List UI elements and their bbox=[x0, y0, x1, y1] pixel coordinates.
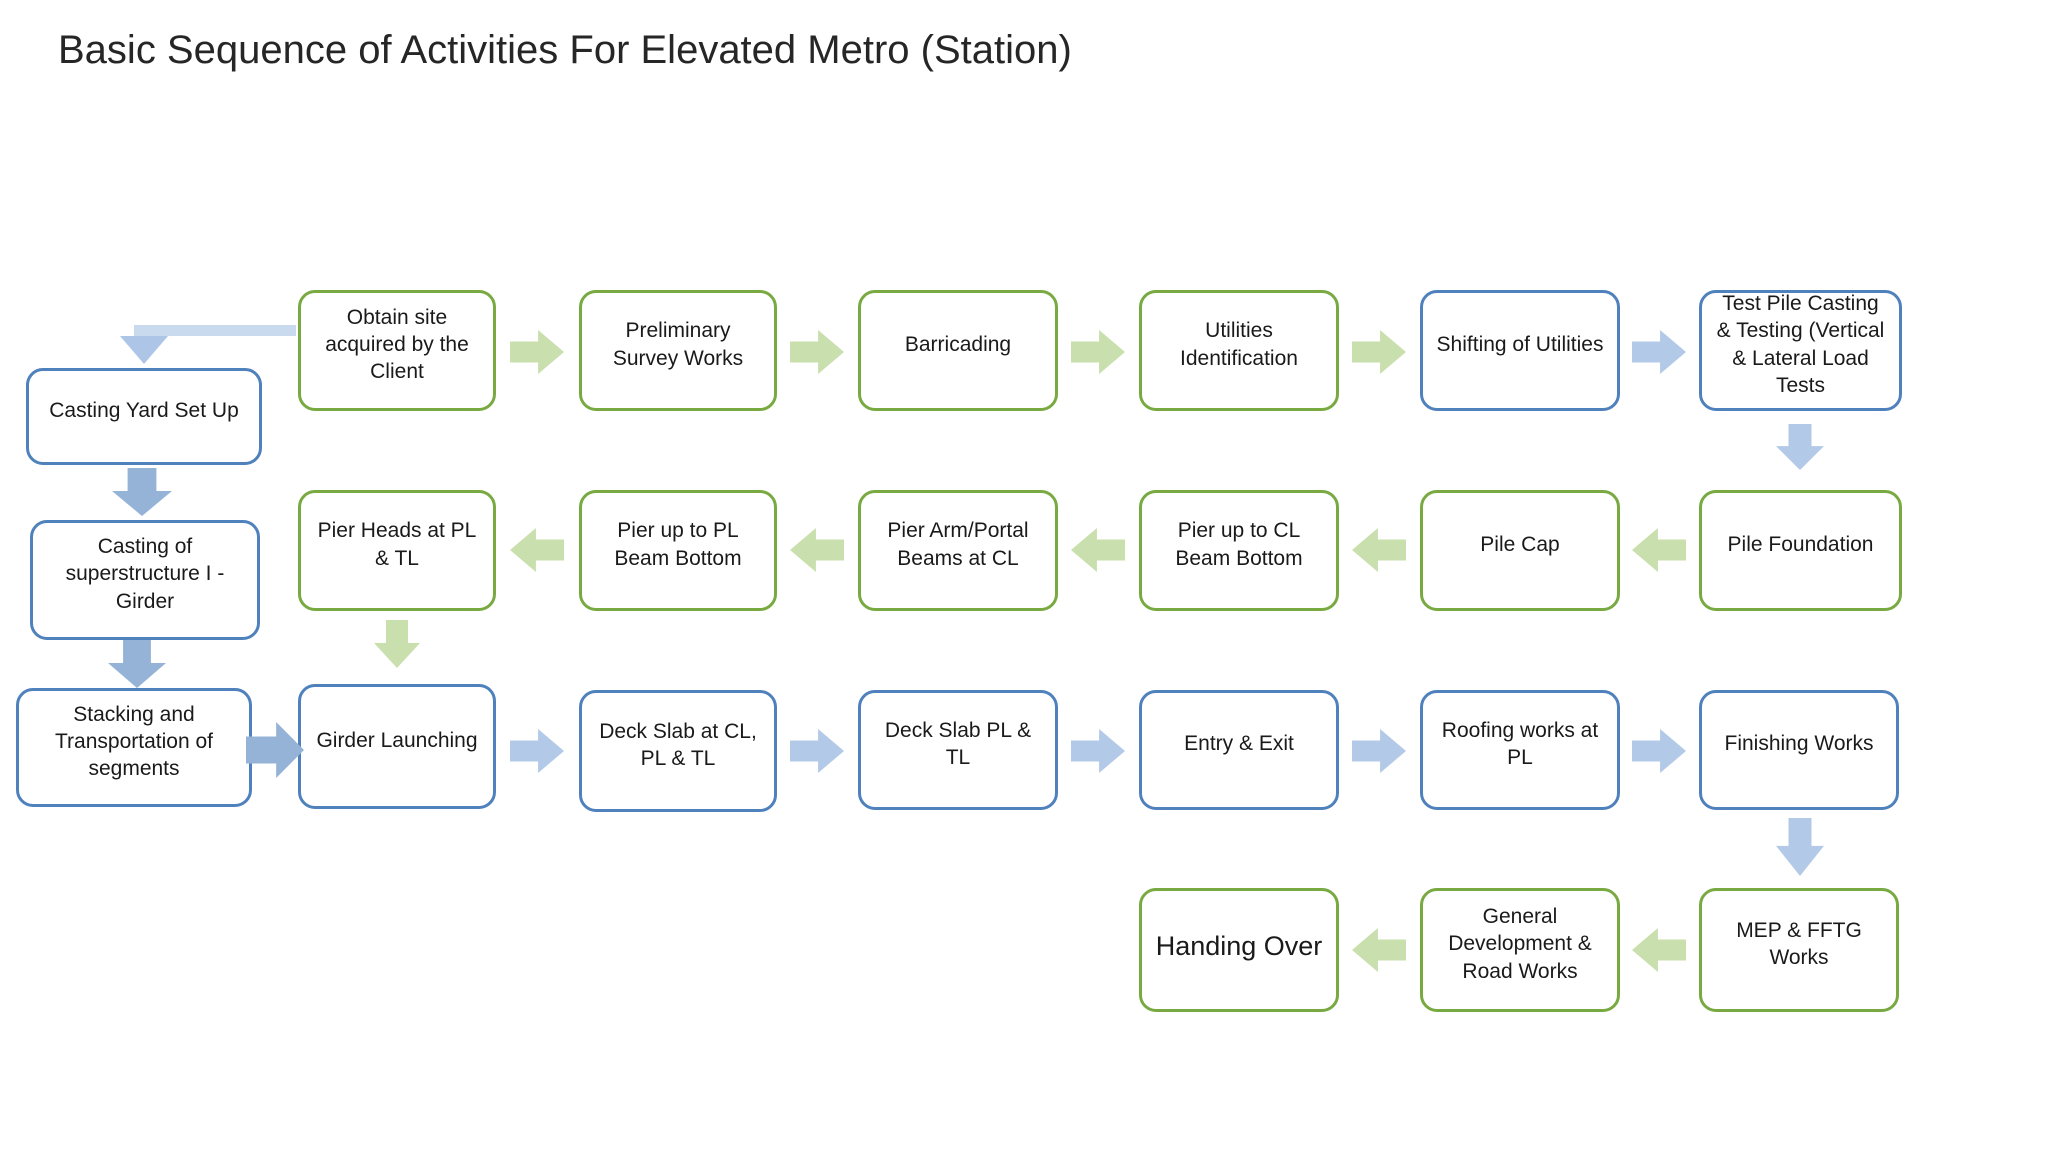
node-pier-heads: Pier Heads at PL & TL bbox=[298, 490, 496, 611]
node-shifting-utilities: Shifting of Utilities bbox=[1420, 290, 1620, 411]
arrow-right-icon bbox=[790, 330, 844, 374]
node-pier-pl-beam: Pier up to PL Beam Bottom bbox=[579, 490, 777, 611]
arrow-right-icon bbox=[1352, 729, 1406, 773]
node-entry-exit: Entry & Exit bbox=[1139, 690, 1339, 810]
node-roofing: Roofing works at PL bbox=[1420, 690, 1620, 810]
arrow-left-icon bbox=[1632, 928, 1686, 972]
arrow-down-icon bbox=[1776, 818, 1824, 876]
node-deck-slab-pl: Deck Slab PL & TL bbox=[858, 690, 1058, 810]
arrow-left-icon bbox=[510, 528, 564, 572]
arrow-left-icon bbox=[1632, 528, 1686, 572]
arrow-left-icon bbox=[1071, 528, 1125, 572]
node-pile-foundation: Pile Foundation bbox=[1699, 490, 1902, 611]
node-finishing: Finishing Works bbox=[1699, 690, 1899, 810]
arrow-right-icon bbox=[1632, 330, 1686, 374]
arrow-right-icon bbox=[1632, 729, 1686, 773]
arrow-right-icon bbox=[510, 330, 564, 374]
node-utilities-identification: Utilities Identification bbox=[1139, 290, 1339, 411]
node-casting-superstructure: Casting of superstructure I - Girder bbox=[30, 520, 260, 640]
node-preliminary-survey: Preliminary Survey Works bbox=[579, 290, 777, 411]
arrow-right-icon bbox=[790, 729, 844, 773]
node-stacking: Stacking and Transportation of segments bbox=[16, 688, 252, 807]
node-deck-slab-cl: Deck Slab at CL, PL & TL bbox=[579, 690, 777, 812]
node-obtain-site: Obtain site acquired by the Client bbox=[298, 290, 496, 411]
node-pile-cap: Pile Cap bbox=[1420, 490, 1620, 611]
node-mep: MEP & FFTG Works bbox=[1699, 888, 1899, 1012]
arrow-down-icon bbox=[374, 620, 420, 668]
arrow-right-icon bbox=[1071, 729, 1125, 773]
arrow-left-icon bbox=[1352, 928, 1406, 972]
arrow-down-icon bbox=[1776, 424, 1824, 470]
node-handing-over: Handing Over bbox=[1139, 888, 1339, 1012]
connector-arrowhead-icon bbox=[120, 336, 168, 364]
node-test-pile: Test Pile Casting & Testing (Vertical & … bbox=[1699, 290, 1902, 411]
arrow-right-icon bbox=[1071, 330, 1125, 374]
arrow-left-icon bbox=[1352, 528, 1406, 572]
node-casting-yard: Casting Yard Set Up bbox=[26, 368, 262, 465]
node-barricading: Barricading bbox=[858, 290, 1058, 411]
connector-elbow-line bbox=[134, 325, 296, 336]
arrow-down-icon bbox=[108, 640, 166, 688]
diagram-title: Basic Sequence of Activities For Elevate… bbox=[58, 28, 1072, 72]
node-girder-launching: Girder Launching bbox=[298, 684, 496, 809]
arrow-right-icon bbox=[246, 722, 304, 778]
node-pier-cl-beam: Pier up to CL Beam Bottom bbox=[1139, 490, 1339, 611]
node-general-dev: General Development & Road Works bbox=[1420, 888, 1620, 1012]
arrow-down-icon bbox=[112, 468, 172, 516]
arrow-right-icon bbox=[1352, 330, 1406, 374]
node-pier-arm: Pier Arm/Portal Beams at CL bbox=[858, 490, 1058, 611]
arrow-left-icon bbox=[790, 528, 844, 572]
arrow-right-icon bbox=[510, 729, 564, 773]
